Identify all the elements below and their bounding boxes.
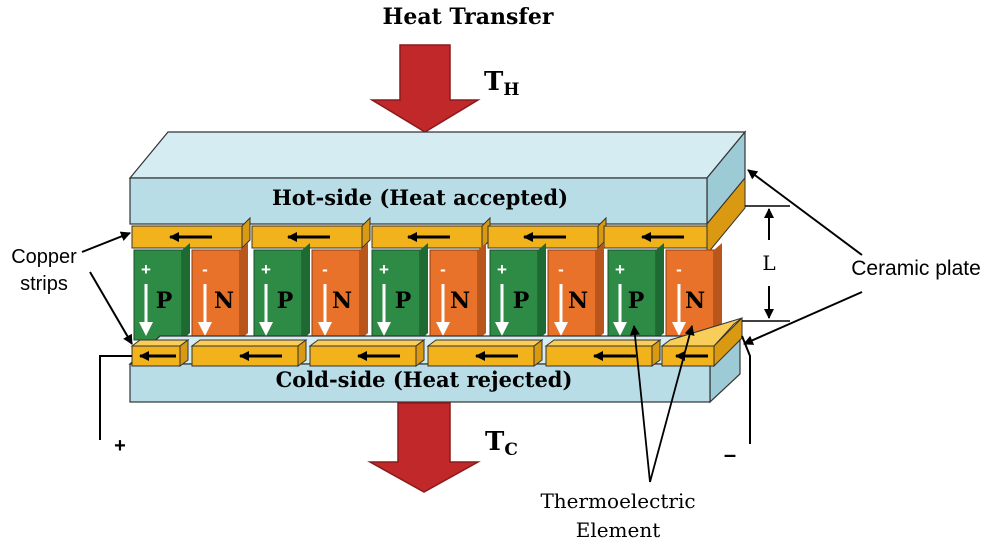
element-label-line1: Thermoelectric <box>540 489 695 513</box>
n-sign-5: - <box>676 260 682 279</box>
leg-letters: P N P N P N P N P N <box>156 288 705 314</box>
copper-strip-bottom-3 <box>308 339 426 367</box>
thermoelectric-legs <box>133 243 722 341</box>
n-letter-5: N <box>685 288 705 314</box>
negative-wire <box>741 335 751 444</box>
negative-terminal: – <box>724 442 736 467</box>
cold-side-label: Cold-side (Heat rejected) <box>276 367 573 392</box>
heat-transfer-title: Heat Transfer <box>383 4 554 30</box>
hot-ceramic-plate <box>128 130 747 226</box>
length-label: L <box>762 251 775 275</box>
copper-strips-label-line2: strips <box>20 273 68 295</box>
length-dimension <box>742 205 790 322</box>
p-leg-4 <box>489 243 546 341</box>
copper-strip-bottom-2 <box>190 339 308 367</box>
hot-side-label: Hot-side (Heat accepted) <box>272 185 568 210</box>
p-sign-4: + <box>497 260 507 279</box>
ceramic-pointer-lines <box>743 169 863 345</box>
positive-terminal: + <box>114 435 126 457</box>
n-leg-2 <box>311 243 368 341</box>
copper-strip-bottom-1 <box>130 339 190 367</box>
p-letter-4: P <box>513 288 530 314</box>
hot-temperature-label: TH <box>484 67 519 100</box>
p-letter-3: P <box>395 288 412 314</box>
n-letter-2: N <box>332 288 352 314</box>
p-sign-2: + <box>261 260 271 279</box>
leg-current-arrows <box>139 284 686 336</box>
p-letter-5: P <box>628 288 645 314</box>
copper-strip-bottom-5 <box>544 339 662 367</box>
copper-pointer-arrows <box>81 231 133 345</box>
n-letter-3: N <box>450 288 470 314</box>
p-sign-3: + <box>379 260 389 279</box>
p-sign-5: + <box>615 260 625 279</box>
n-sign-1: - <box>202 260 208 279</box>
copper-strips-label-line1: Copper <box>11 246 77 268</box>
positive-wire <box>99 355 132 440</box>
cold-temperature-label: TC <box>485 427 518 460</box>
element-label-line2: Element <box>576 518 661 542</box>
n-sign-4: - <box>558 260 564 279</box>
n-letter-4: N <box>568 288 588 314</box>
n-sign-3: - <box>440 260 446 279</box>
p-sign-1: + <box>141 260 151 279</box>
n-letter-1: N <box>214 288 234 314</box>
leg-signs: + - + - + - + - + - <box>141 260 682 279</box>
ceramic-plate-label: Ceramic plate <box>851 257 981 280</box>
bottom-copper-strips <box>130 316 743 368</box>
n-leg-5 <box>665 243 722 341</box>
copper-strip-bottom-4 <box>426 339 544 367</box>
heat-in-arrow <box>369 44 481 133</box>
p-letter-2: P <box>277 288 294 314</box>
element-pointer-lines <box>629 325 695 483</box>
heat-out-arrow <box>367 402 481 493</box>
p-leg-5 <box>607 243 664 341</box>
p-letter-1: P <box>156 288 173 314</box>
n-sign-2: - <box>322 260 328 279</box>
